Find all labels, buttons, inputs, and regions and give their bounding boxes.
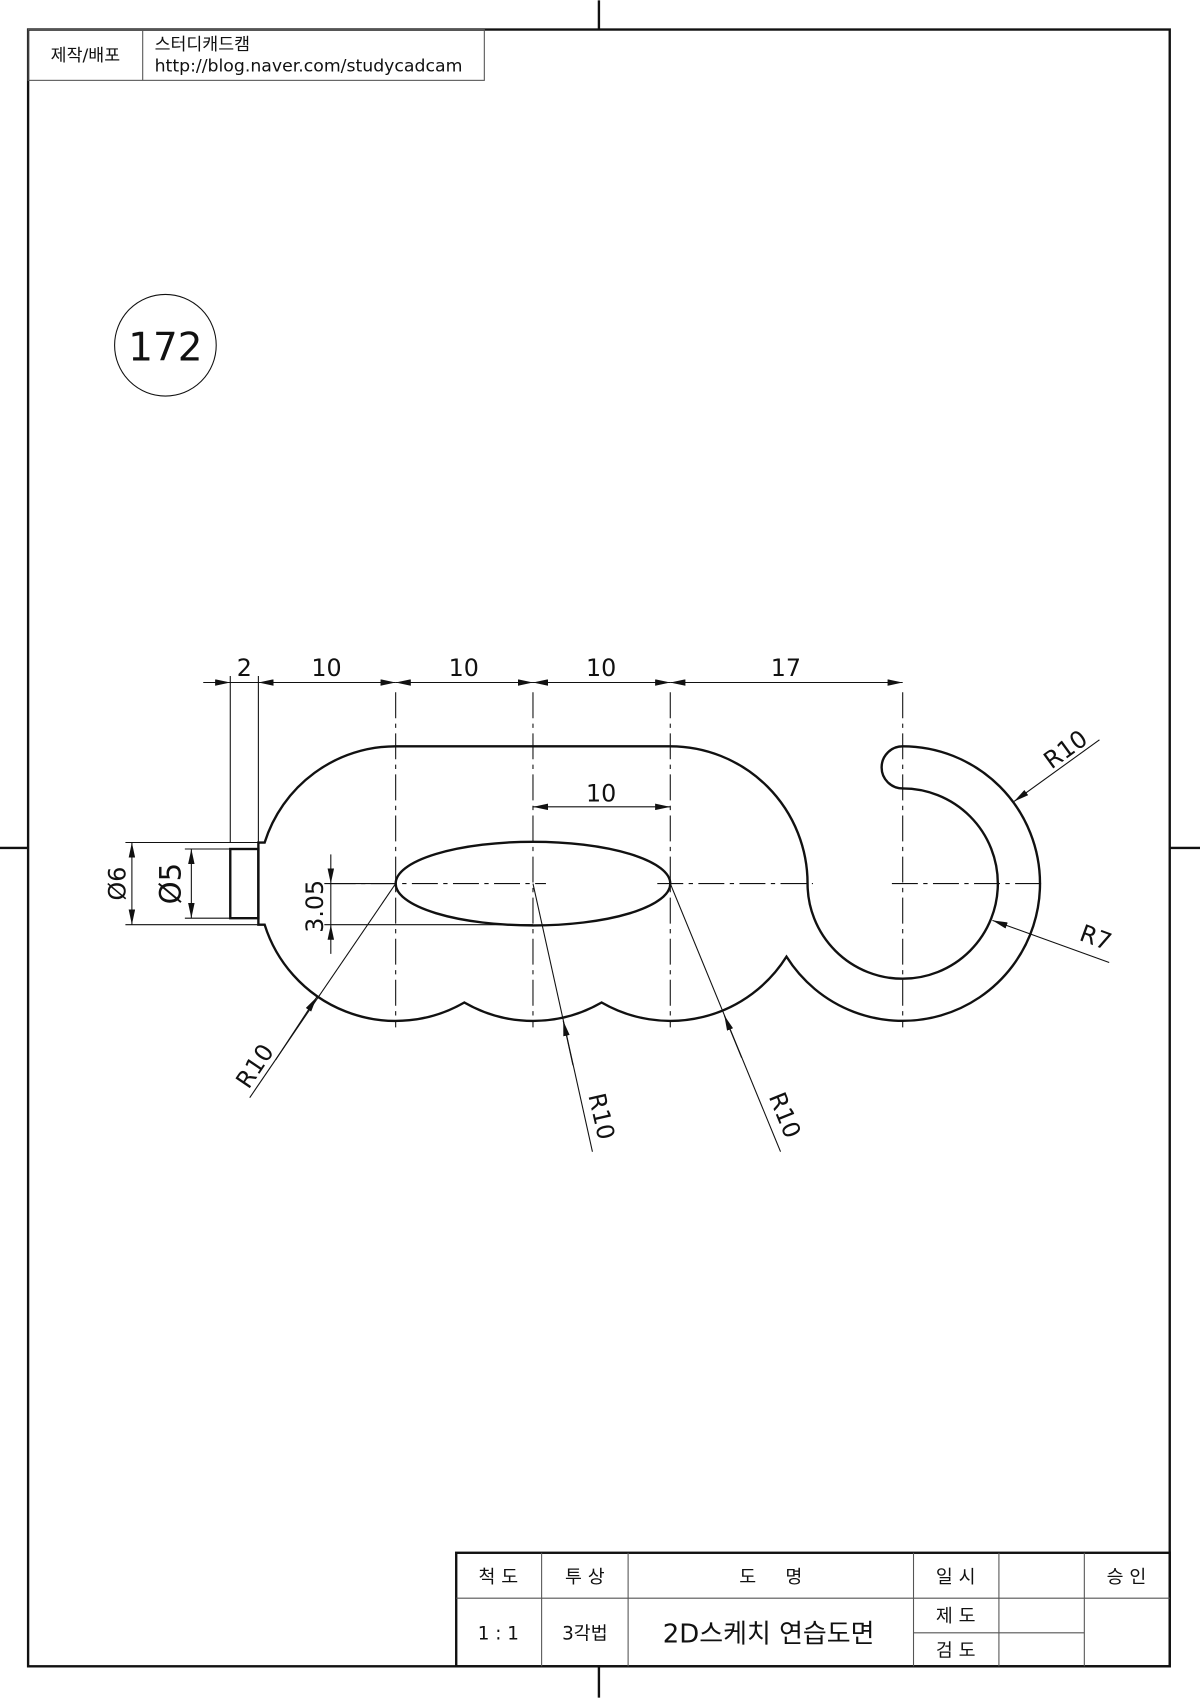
part-outline	[257, 745, 1042, 1023]
dim-10-c: 10	[586, 654, 616, 682]
drawn-label: 제 도	[936, 1606, 976, 1627]
checked-label: 검 도	[936, 1641, 976, 1662]
author-label: 제작/배포	[51, 46, 121, 66]
dim-inner-width: 10	[586, 779, 616, 807]
dim-stem-length: 2	[237, 654, 252, 682]
dim-ellipse-height: 3.05	[301, 854, 533, 954]
dim-radius-left: R10	[230, 1039, 279, 1093]
author-url: http://blog.naver.com/studycadcam	[155, 57, 463, 77]
drawing-name-label: 도 명	[739, 1567, 802, 1588]
date-label: 일 시	[936, 1567, 976, 1588]
dim-stem-inner-dia-text: Ø5	[154, 863, 188, 905]
title-block: 척 도 투 상 도 명 일 시 승 인 1 : 1 3각법 2D스케치 연습도면…	[455, 1551, 1171, 1668]
dim-stem-outer-dia-text: Ø6	[103, 867, 131, 901]
author-box: 제작/배포 스터디캐드캠 http://blog.naver.com/study…	[27, 29, 485, 81]
scale-label: 척 도	[479, 1567, 519, 1588]
dim-10-b: 10	[449, 654, 479, 682]
drawing-name: 2D스케치 연습도면	[663, 1620, 875, 1650]
scale-value: 1 : 1	[478, 1623, 519, 1644]
top-dimensions: 2 10 10 10 17	[203, 654, 903, 843]
dim-stem-inner-dia: Ø5	[154, 848, 231, 919]
drawing-number: 172	[128, 325, 202, 370]
dim-stem-outer-dia: Ø6	[103, 841, 259, 926]
approval-label: 승 인	[1107, 1567, 1147, 1588]
projection-value: 3각법	[562, 1623, 607, 1644]
dim-ellipse-height-text: 3.05	[301, 880, 329, 933]
projection-label: 투 상	[565, 1567, 605, 1588]
dim-radius-hook-inner: R7	[1076, 919, 1115, 956]
dim-radius-hook-outer: R10	[1038, 724, 1092, 774]
drawing-number-circle	[114, 293, 217, 397]
dim-10-a: 10	[311, 654, 341, 682]
center-lines	[329, 692, 1047, 1028]
dim-radius-right: R10	[763, 1088, 806, 1142]
stem	[229, 847, 260, 920]
author-name: 스터디캐드캠	[155, 35, 250, 55]
dim-17: 17	[771, 654, 801, 682]
radius-leaders: R10 R10 R10 R10 R7	[230, 724, 1115, 1152]
